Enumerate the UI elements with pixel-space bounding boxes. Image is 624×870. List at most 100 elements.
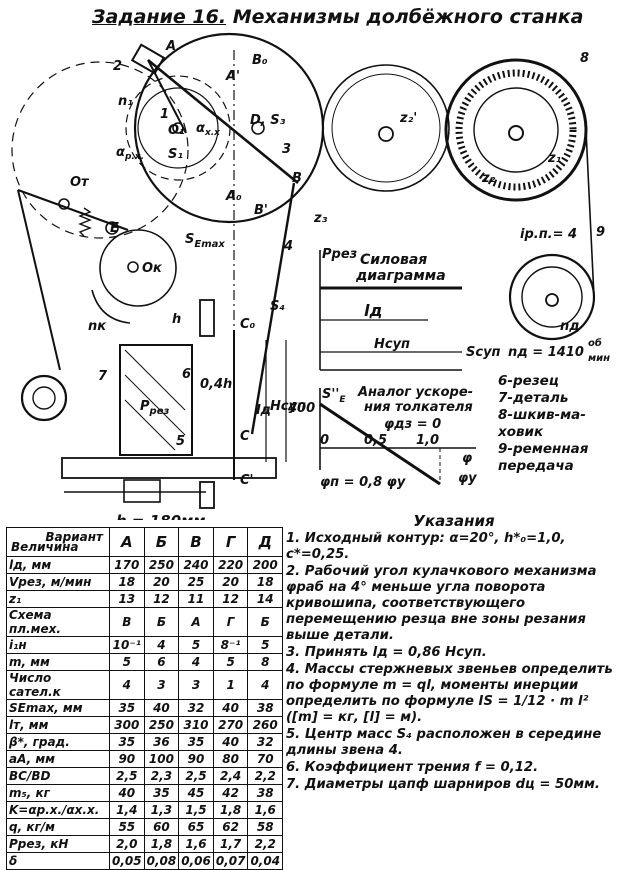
instruction-item: 1. Исходный контур: α=20°, h*₀=1,0, c*=0… [286, 531, 566, 562]
label-ax05: 0,5 [364, 433, 387, 448]
param-value: 90 [178, 750, 214, 768]
param-name: i₁н [6, 636, 110, 654]
instruction-item: 6. Коэффициент трения f = 0,12. [286, 760, 539, 775]
table-corner: Вариант Величина [6, 527, 110, 557]
param-value: 40 [109, 784, 145, 802]
label-nd: nд [560, 319, 580, 334]
param-value: 200 [247, 556, 284, 574]
belt-line [585, 129, 595, 298]
gear-z2-hub [378, 126, 394, 142]
param-value: 35 [109, 733, 145, 751]
param-value: 8 [247, 653, 284, 671]
param-name: Pрез, кН [6, 835, 110, 853]
param-value: 1,8 [212, 801, 249, 819]
label-phi-bot: φy [458, 471, 477, 486]
param-value: 0,04 [247, 852, 284, 870]
label-nd-eq: nд = 1410 [508, 345, 584, 360]
param-value: 2,5 [109, 767, 145, 785]
instruction-item: 7. Диаметры цапф шарниров dц = 50мм. [286, 777, 600, 792]
label-B0: B₀ [252, 53, 268, 68]
label-akh: αх.х [196, 121, 221, 138]
motor-pulley-inner [521, 266, 583, 328]
follower-rod [17, 189, 61, 371]
label-6: 6 [182, 367, 191, 382]
label-nd-unit-bot: мин [588, 353, 610, 364]
ram-guide-left [199, 299, 215, 337]
param-name: δ [6, 852, 110, 870]
param-value: 1,6 [178, 835, 214, 853]
legend-item: 7-деталь [498, 390, 569, 406]
instruction-item: 2. Рабочий угол кулачкового механизма φр… [286, 564, 597, 643]
instructions: Указания 1. Исходный контур: α=20°, h*₀=… [286, 513, 622, 794]
param-value: 260 [247, 716, 284, 734]
param-name: lд, мм [6, 556, 110, 574]
gear-z1 [455, 69, 577, 191]
param-value: В [109, 607, 145, 637]
param-value: 20 [143, 573, 180, 591]
param-value: 2,0 [109, 835, 145, 853]
label-B1: B' [254, 203, 268, 218]
spring [78, 207, 92, 237]
label-4: 4 [283, 239, 293, 254]
param-value: 38 [247, 784, 284, 802]
flywheel-pulley [444, 58, 588, 202]
label-5: 5 [176, 434, 185, 449]
table-base [61, 457, 277, 479]
param-value: 1,4 [109, 801, 145, 819]
pivot-Ot [58, 198, 70, 210]
param-value: 5 [247, 636, 284, 654]
instruction-item: 5. Центр масс S₄ расположен в середине д… [286, 727, 602, 758]
label-2: 2 [113, 59, 122, 74]
variant-header: Б [143, 527, 180, 557]
label-z3: z₃ [313, 211, 328, 226]
param-value: 0,07 [212, 852, 249, 870]
gear-z1-inner [473, 87, 559, 173]
param-value: 3 [143, 670, 180, 700]
label-phi-dz: φдз = 0 [384, 417, 441, 432]
param-value: 13 [109, 590, 145, 608]
param-value: 1,8 [143, 835, 180, 853]
param-value: 62 [212, 818, 249, 836]
param-value: 250 [143, 716, 180, 734]
param-value: 32 [178, 699, 214, 717]
param-value: 250 [143, 556, 180, 574]
label-S4: S₄ [270, 299, 285, 314]
param-value: 10⁻¹ [109, 636, 145, 654]
param-value: 40 [212, 733, 249, 751]
param-value: 40 [212, 699, 249, 717]
param-value: 55 [109, 818, 145, 836]
label-z2: z₂ [481, 171, 496, 186]
label-1: 1 [160, 107, 169, 122]
param-value: 5 [109, 653, 145, 671]
param-value: 6 [143, 653, 180, 671]
instructions-heading: Указания [413, 512, 495, 530]
label-SEmax: SEmax [185, 232, 225, 250]
pitch-circle-dashed [11, 61, 189, 239]
label-n1: n₁ [118, 94, 133, 109]
variant-header: Г [212, 527, 249, 557]
param-value: 1,7 [212, 835, 249, 853]
motor-pulley-hub [545, 293, 559, 307]
param-name: K=αр.х./αх.х. [6, 801, 110, 819]
label-04h: 0,4h [200, 377, 232, 392]
cam-rotation-arrow [91, 289, 131, 324]
param-value: 80 [212, 750, 249, 768]
param-value: 35 [178, 733, 214, 751]
cam [99, 229, 177, 307]
feed-nut [123, 479, 161, 503]
mechanism-drawing: A B₀ A' n₁ 1 O₁ αх.х D, S₃ 3 αр.х. S₁ A₀… [11, 32, 610, 520]
label-irp: iр.п.= 4 [520, 227, 577, 242]
label-ax0: 0 [320, 433, 329, 448]
label-force-title1: Силовая [360, 252, 427, 268]
label-O1: O₁ [168, 123, 185, 138]
label-force-Ssup: Sсуп [466, 345, 501, 360]
label-phin: φп = 0,8 φy [320, 475, 406, 490]
